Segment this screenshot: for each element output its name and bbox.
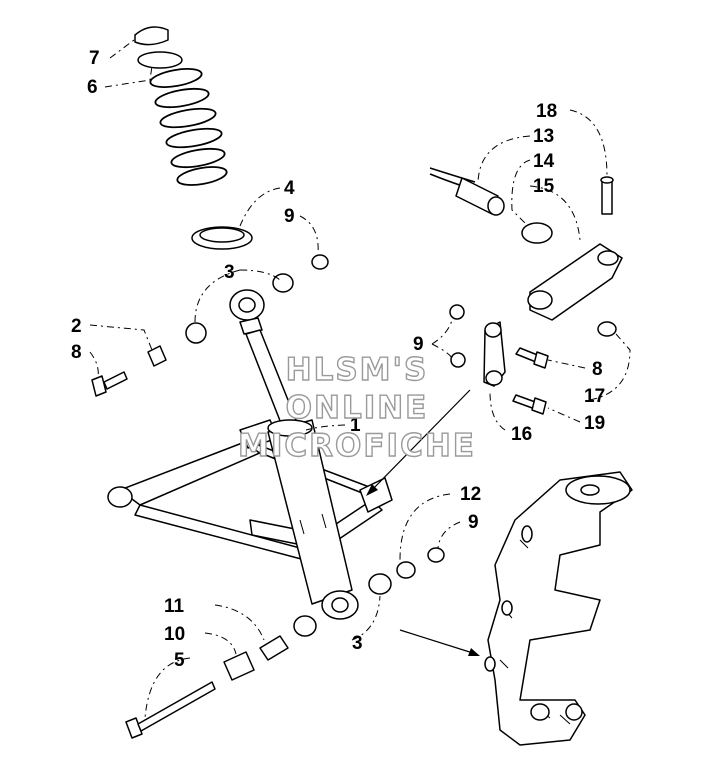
bushing-icon [147, 345, 167, 367]
shock-absorber-icon [229, 289, 359, 620]
bolt-icon [512, 394, 547, 415]
callout-7: 7 [89, 48, 100, 69]
callout-5: 5 [174, 650, 185, 671]
callout-8: 8 [71, 342, 82, 363]
callout-3: 3 [352, 633, 363, 654]
washer-icon [293, 615, 317, 637]
bolt-icon [125, 681, 216, 739]
callout-18: 18 [536, 101, 557, 122]
washer-icon [396, 561, 416, 579]
leader-lines [89, 39, 631, 719]
callout-9: 9 [468, 512, 479, 533]
spring-seat-icon [191, 226, 253, 250]
washer-icon [368, 573, 392, 595]
nut-icon [311, 254, 329, 270]
washer-icon [185, 322, 207, 344]
callout-8: 8 [592, 359, 603, 380]
nut-icon [449, 304, 465, 320]
nut-icon [427, 547, 445, 563]
direction-arrow [399, 629, 480, 656]
callout-14: 14 [533, 151, 555, 172]
callout-6: 6 [87, 77, 98, 98]
callout-13: 13 [533, 126, 554, 147]
bolt-icon [91, 371, 128, 397]
bolt-icon [515, 347, 549, 369]
watermark-line-1: HLSM'S [286, 352, 429, 388]
callout-17: 17 [584, 386, 605, 407]
bushing-icon [223, 635, 289, 681]
callout-11: 11 [164, 596, 185, 617]
callout-12: 12 [460, 484, 481, 505]
callout-1: 1 [350, 415, 361, 436]
coil-spring-icon [134, 26, 228, 186]
callout-10: 10 [164, 624, 185, 645]
callout-16: 16 [511, 424, 532, 445]
bolt-icon [600, 176, 614, 215]
watermark-line-3: MICROFICHE [238, 428, 476, 464]
nut-icon [450, 352, 466, 368]
callout-2: 2 [71, 316, 82, 337]
link-icon [483, 321, 506, 387]
watermark-line-2: ONLINE [286, 390, 429, 426]
bushing-icon [521, 222, 553, 244]
steering-arm-icon [527, 243, 623, 321]
callout-19: 19 [584, 413, 605, 434]
steering-knuckle-icon [484, 471, 633, 746]
callout-9: 9 [284, 206, 295, 227]
callout-15: 15 [533, 176, 555, 197]
watermark: HLSM'S ONLINE MICROFICHE [237, 351, 476, 464]
callout-4: 4 [284, 178, 295, 199]
nut-icon [597, 321, 617, 337]
callout-3: 3 [224, 262, 235, 283]
callout-9: 9 [413, 334, 424, 355]
tie-rod-icon [429, 167, 505, 216]
direction-arrow [366, 389, 471, 496]
callout-labels: 7 6 4 9 3 2 8 1 18 13 14 15 9 8 17 19 16… [71, 48, 605, 671]
